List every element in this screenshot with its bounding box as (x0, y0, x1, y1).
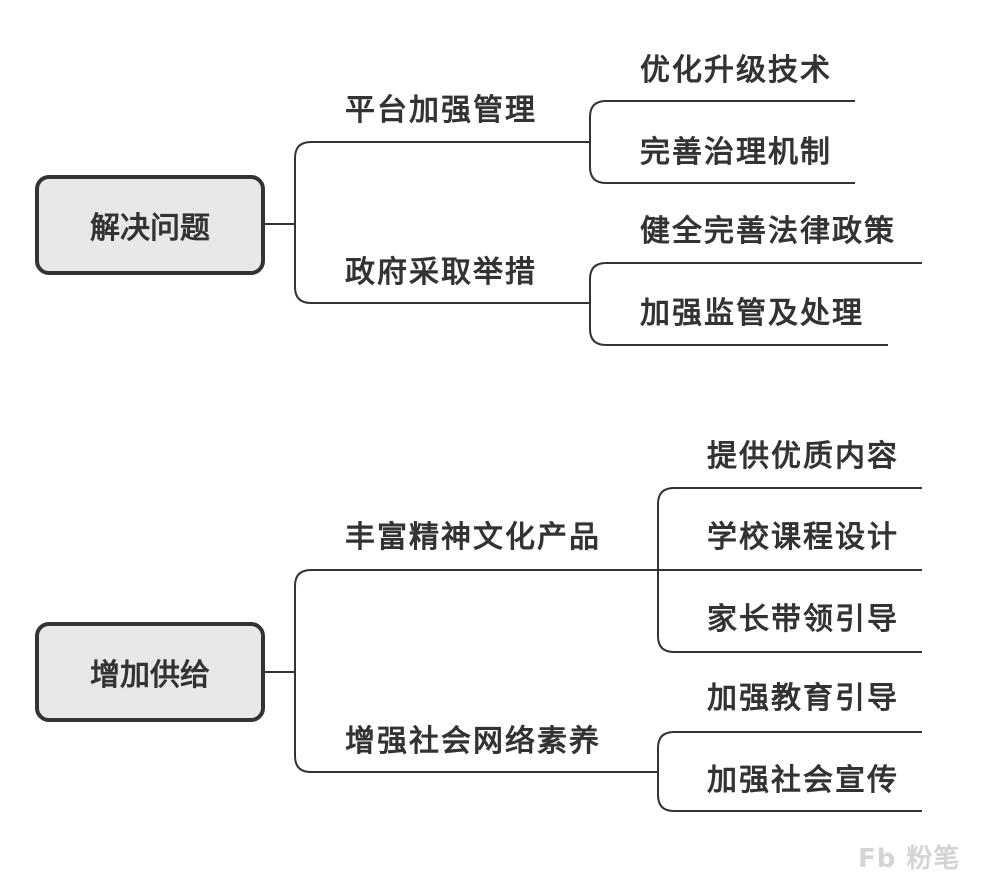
branch2a-bracket-arm-0 (657, 487, 922, 505)
branch2b-bracket-arm-1 (657, 794, 922, 812)
branch-enrich-culture: 丰富精神文化产品 (345, 520, 601, 555)
watermark-logo: Fb 粉笔 (858, 844, 961, 874)
branch-platform-management: 平台加强管理 (345, 93, 537, 128)
root-label: 增加供给 (90, 658, 210, 693)
leaf-parent-guidance: 家长带领引导 (707, 602, 899, 637)
root1-bracket-arm-0 (294, 141, 590, 159)
root-node-increase-supply: 增加供给 (35, 622, 265, 722)
branch1a-bracket-arm-0 (589, 100, 855, 118)
root-node-solve-problem: 解决问题 (35, 175, 265, 275)
leaf-optimize-technology: 优化升级技术 (640, 53, 832, 88)
root2-bracket-arm-1 (294, 755, 658, 773)
branch2a-bracket-arm-2 (657, 635, 922, 653)
root2-bracket-arm-0 (294, 569, 658, 587)
branch1b-bracket-arm-1 (589, 328, 888, 346)
root-label: 解决问题 (90, 211, 210, 246)
leaf-quality-content: 提供优质内容 (707, 439, 899, 474)
branch-network-literacy: 增强社会网络素养 (345, 724, 601, 759)
branch1b-bracket-arm-0 (589, 262, 922, 280)
leaf-strengthen-supervision: 加强监管及处理 (640, 296, 864, 331)
branch1a-bracket-arm-1 (589, 166, 855, 184)
leaf-education-guidance: 加强教育引导 (707, 681, 899, 716)
leaf-improve-governance: 完善治理机制 (640, 135, 832, 170)
branch2b-bracket-arm-0 (657, 731, 922, 749)
leaf-school-curriculum: 学校课程设计 (707, 520, 899, 555)
leaf-improve-laws: 健全完善法律政策 (640, 214, 896, 249)
root1-bracket-arm-1 (294, 286, 590, 304)
branch-government-measures: 政府采取举措 (345, 255, 537, 290)
leaf-social-publicity: 加强社会宣传 (707, 763, 899, 798)
